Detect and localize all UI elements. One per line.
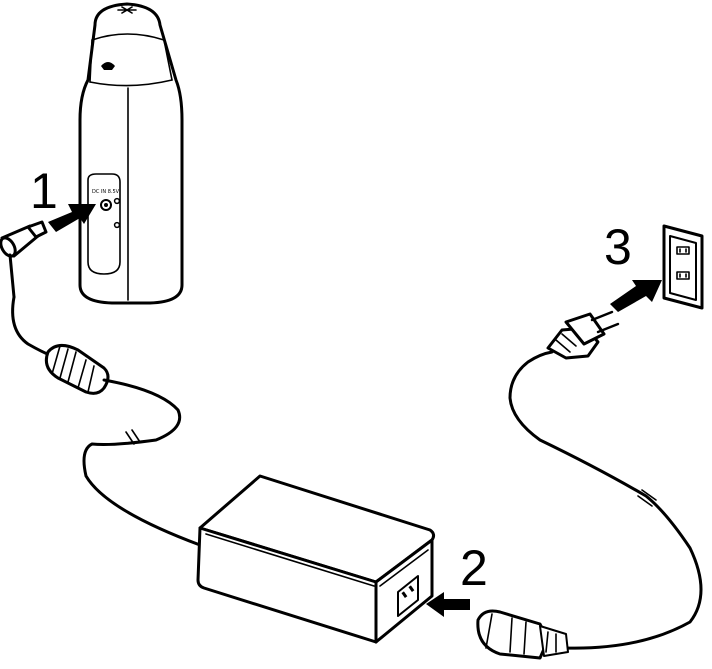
- ac-adapter: [196, 474, 436, 644]
- ac-cable: [508, 350, 703, 650]
- dc-cable: [11, 295, 54, 358]
- portable-device: DC IN 8.5V: [78, 2, 184, 305]
- arrow-step-2: [426, 592, 470, 617]
- step-number-1: 1: [30, 163, 58, 219]
- dc-cable-lower: [82, 378, 202, 547]
- arrow-step-1: [48, 204, 96, 232]
- dc-in-label: DC IN 8.5V: [92, 189, 120, 195]
- wall-outlet: [662, 224, 704, 310]
- step-number-2: 2: [460, 540, 488, 596]
- iec-connector: [476, 609, 569, 660]
- arrow-step-3: [610, 280, 662, 312]
- wall-plug: [546, 310, 620, 360]
- dc-plug: [0, 220, 48, 299]
- ferrite-core: [44, 344, 110, 395]
- step-number-3: 3: [604, 219, 632, 275]
